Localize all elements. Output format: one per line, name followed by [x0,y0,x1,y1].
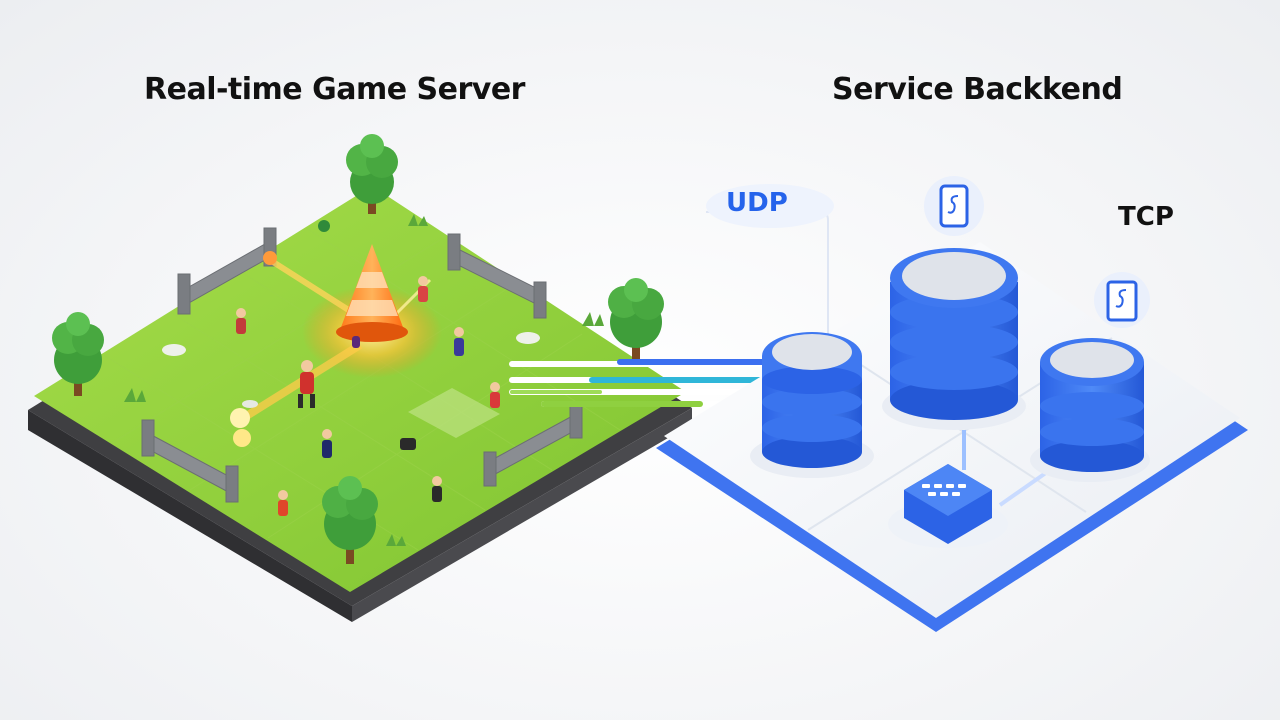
tree-icon [608,278,664,362]
character [432,476,442,502]
phone-icon [924,176,984,236]
character [490,382,500,408]
tree-icon [52,312,104,396]
character [454,327,464,356]
character [352,336,360,348]
character [278,490,288,516]
tree-icon [346,134,398,214]
udp-badge [706,184,834,228]
database-icon [750,332,874,478]
tcp-label: TCP [1118,202,1174,232]
fence-icon [447,233,547,319]
switch-icon [888,430,1052,548]
decor-rocks [124,214,604,546]
database-icon [882,248,1026,430]
service-backend-title: Service Backkend [832,72,1123,107]
connection-lines [509,359,765,407]
udp-label: UDP [726,188,788,218]
tree-icon [322,476,378,564]
character [298,360,315,408]
server-icon [1094,272,1150,328]
database-icon [1030,338,1150,482]
character [418,276,428,302]
game-characters [236,276,500,516]
fence-icon [483,403,583,487]
game-server-title: Real-time Game Server [144,72,525,107]
character [322,429,332,458]
fence-icon [141,419,239,503]
cannon [400,438,416,450]
character [236,308,246,334]
